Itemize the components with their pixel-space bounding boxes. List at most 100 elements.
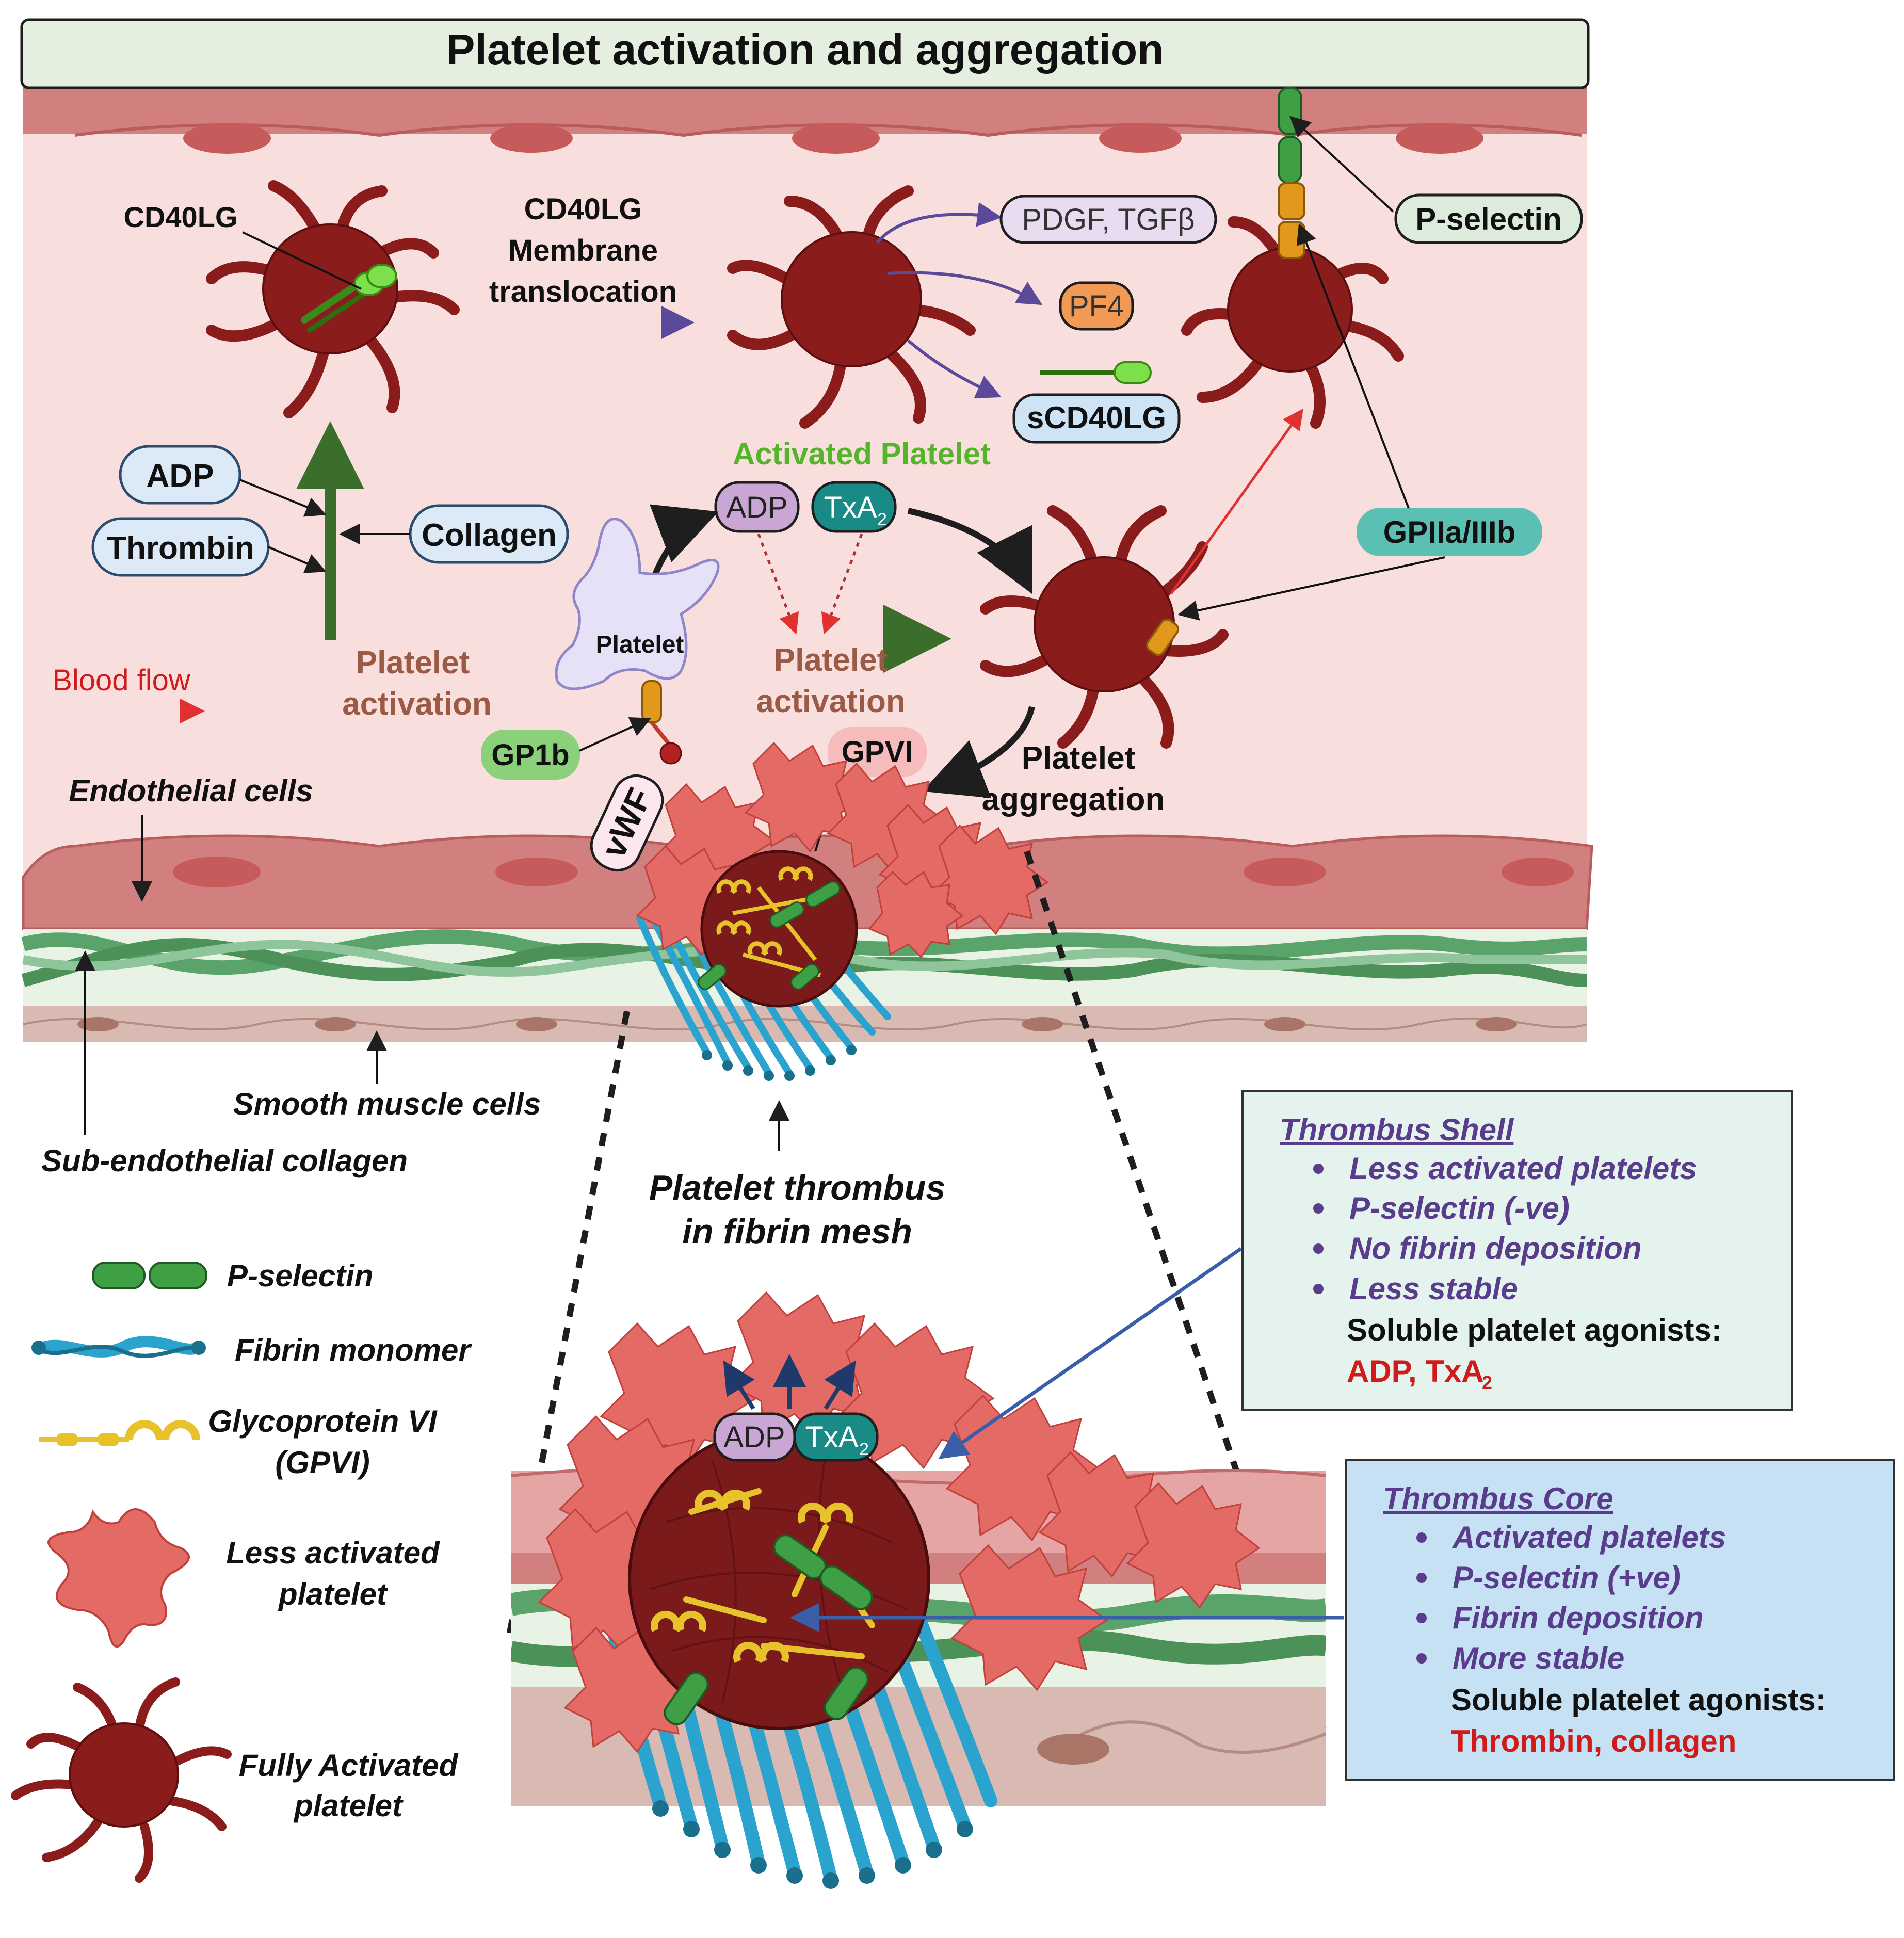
title-banner: Platelet activation and aggregation — [20, 18, 1590, 89]
core-bullet-2: P-selectin (+ve) — [1453, 1560, 1681, 1595]
top-endothelium — [23, 86, 1587, 154]
activated-platelet-secreting — [727, 185, 976, 429]
shell-bullet-1: Less activated platelets — [1349, 1151, 1697, 1186]
svg-text:ADP: ADP — [147, 458, 214, 494]
thrombus-small — [636, 741, 1049, 1081]
svg-text:CD40LG: CD40LG — [524, 192, 642, 226]
p-selectin-icon — [92, 1262, 207, 1289]
svg-text:Collagen: Collagen — [422, 518, 557, 553]
activated-platelet-label: Activated Platelet — [733, 437, 991, 471]
secretion-arrows — [459, 202, 1043, 399]
svg-text:Blood flow: Blood flow — [52, 664, 191, 697]
svg-text:2: 2 — [877, 510, 887, 529]
less-activated-platelet-icon — [47, 1508, 190, 1648]
fully-activated-platelet-icon — [11, 1677, 232, 1883]
legend-label-full-1: Fully Activated — [239, 1748, 459, 1783]
shell-agonists: ADP, TxA — [1347, 1354, 1484, 1388]
svg-text:ADP: ADP — [726, 491, 787, 524]
cd40lg-label: CD40LG — [124, 201, 238, 233]
platelet-activation-right: Platelet activation — [756, 642, 905, 719]
svg-text:GPIIa/IIIb: GPIIa/IIIb — [1383, 515, 1516, 550]
svg-text:PF4: PF4 — [1069, 289, 1124, 323]
svg-text:Platelet thrombus: Platelet thrombus — [649, 1168, 945, 1207]
page-title: Platelet activation and aggregation — [446, 25, 1164, 74]
fibrin-monomer-icon — [31, 1336, 206, 1358]
p-selectin-chain — [1278, 87, 1305, 259]
svg-text:GP1b: GP1b — [491, 738, 570, 772]
scd40lg-badge: sCD40LG — [1012, 361, 1181, 444]
svg-text:Sub-endothelial collagen: Sub-endothelial collagen — [41, 1143, 408, 1178]
sub-collagen-label: Sub-endothelial collagen — [41, 950, 408, 1178]
thrombus-zoom: ADP TxA 2 — [511, 1291, 1326, 1889]
p-selectin-badge: P-selectin — [1289, 116, 1583, 244]
svg-text:Endothelial cells: Endothelial cells — [69, 773, 313, 808]
svg-text:TxA: TxA — [824, 491, 877, 524]
svg-text:P-selectin: P-selectin — [1415, 202, 1561, 236]
legend-label-gpvi-2: (GPVI) — [275, 1445, 369, 1480]
core-bullet-3: Fibrin deposition — [1453, 1601, 1704, 1635]
endothelial-label: Endothelial cells — [69, 773, 313, 902]
svg-text:sCD40LG: sCD40LG — [1027, 400, 1166, 435]
legend-label-gpvi-1: Glycoprotein VI — [208, 1404, 438, 1439]
svg-text:GPVI: GPVI — [842, 735, 913, 769]
pdgf-tgfb-badge: PDGF, TGFβ — [999, 195, 1217, 244]
svg-text:aggregation: aggregation — [982, 782, 1165, 817]
platelet-aggregation-label: Platelet aggregation — [922, 706, 1165, 817]
core-bullet-1: Activated platelets — [1451, 1520, 1726, 1555]
thrombin-agonist-badge: Thrombin — [91, 517, 270, 577]
resting-platelet: Platelet — [555, 518, 720, 765]
shell-title: Thrombus Shell — [1280, 1112, 1514, 1147]
resting-platelet-cd40lg — [206, 180, 460, 418]
gpvi-badge: GPVI — [814, 727, 927, 852]
legend-label-less-1: Less activated — [226, 1536, 440, 1570]
platelet-activation-left: Platelet activation — [342, 645, 491, 722]
blood-flow-indicator: Blood flow — [44, 664, 205, 723]
thrombus-core-box: Thrombus Core Activated platelets P-sele… — [790, 1459, 1895, 1781]
thrombus-shell-box: Thrombus Shell Less activated platelets … — [938, 1090, 1793, 1459]
vwf-badge: vWF — [590, 774, 664, 872]
svg-text:TxA: TxA — [805, 1420, 858, 1454]
txa2-badge: TxA 2 — [811, 481, 897, 533]
svg-text:Smooth muscle cells: Smooth muscle cells — [233, 1087, 541, 1121]
core-bullet-4: More stable — [1453, 1641, 1624, 1675]
gp1b-badge: GP1b — [481, 717, 652, 780]
legend: P-selectin Fibrin monomer Glycoprotein V… — [11, 1258, 472, 1883]
svg-text:2: 2 — [859, 1440, 869, 1459]
svg-text:Platelet: Platelet — [1022, 740, 1136, 776]
svg-text:Thrombin: Thrombin — [107, 530, 254, 566]
legend-label-pselectin: P-selectin — [227, 1258, 373, 1293]
zoom-adp-badge: ADP — [713, 1412, 796, 1462]
legend-label-fibrin: Fibrin monomer — [235, 1333, 472, 1367]
svg-text:Membrane: Membrane — [508, 234, 658, 267]
shell-bullet-3: No fibrin deposition — [1349, 1231, 1642, 1266]
shell-bullet-2: P-selectin (-ve) — [1349, 1191, 1570, 1225]
pf4-badge: PF4 — [1059, 281, 1134, 331]
svg-text:in fibrin mesh: in fibrin mesh — [682, 1212, 912, 1251]
svg-text:Platelet: Platelet — [596, 631, 684, 658]
svg-text:ADP: ADP — [723, 1420, 785, 1454]
translocation-label: CD40LG Membrane translocation — [489, 192, 677, 309]
gpiia-iiib-badge: GPIIa/IIIb — [1177, 223, 1542, 621]
shell-agonist-label: Soluble platelet agonists: — [1347, 1313, 1722, 1347]
svg-text:PDGF, TGFβ: PDGF, TGFβ — [1022, 203, 1195, 236]
adp-badge: ADP — [714, 481, 800, 533]
shell-agonists-sub: 2 — [1482, 1372, 1492, 1393]
legend-label-less-2: platelet — [278, 1577, 389, 1611]
adp-agonist-badge: ADP — [119, 445, 241, 505]
core-agonists: Thrombin, collagen — [1451, 1724, 1736, 1758]
gpvi-icon — [39, 1420, 200, 1446]
svg-text:Platelet: Platelet — [774, 642, 888, 678]
thrombus-label: Platelet thrombus in fibrin mesh — [649, 1100, 945, 1251]
svg-text:activation: activation — [342, 686, 491, 722]
zoom-txa2-badge: TxA 2 — [793, 1412, 879, 1462]
core-agonist-label: Soluble platelet agonists: — [1451, 1683, 1826, 1717]
collagen-agonist-badge: Collagen — [409, 504, 569, 564]
zoom-line-left — [505, 1010, 630, 1642]
svg-text:Platelet: Platelet — [356, 645, 470, 681]
svg-text:activation: activation — [756, 684, 905, 719]
svg-text:translocation: translocation — [489, 275, 677, 309]
activation-arrow-left — [239, 421, 557, 645]
legend-label-full-2: platelet — [293, 1788, 404, 1823]
smooth-muscle-label: Smooth muscle cells — [233, 1030, 541, 1121]
